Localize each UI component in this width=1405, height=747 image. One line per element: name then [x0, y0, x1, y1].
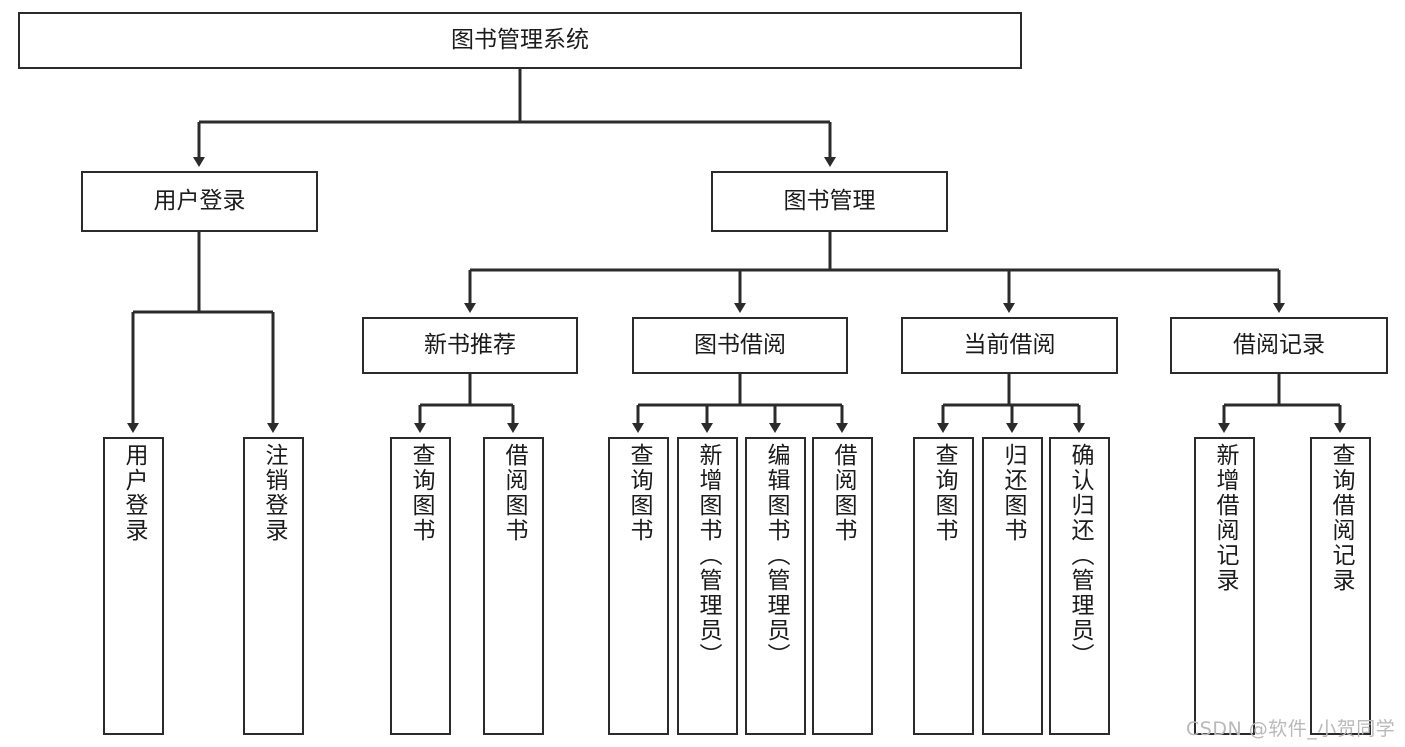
node-leaf-user-login-label: 用户登录: [121, 443, 147, 543]
node-leaf-confirm-return-admin[interactable]: 确认归还（管理员）: [1049, 437, 1110, 735]
node-leaf-edit-book-admin[interactable]: 编辑图书（管理员）: [745, 437, 806, 735]
csdn-watermark: CSDN @软件_小贺同学: [1186, 718, 1396, 740]
node-leaf-query-book-rec-label: 查询图书: [408, 443, 434, 543]
node-leaf-borrow-book-label: 借阅图书: [830, 443, 856, 543]
node-leaf-user-login[interactable]: 用户登录: [103, 437, 164, 735]
node-leaf-logout-label: 注销登录: [261, 443, 287, 543]
node-leaf-query-book-current[interactable]: 查询图书: [913, 437, 974, 735]
node-root-label: 图书管理系统: [451, 26, 589, 53]
node-borrow-record-label: 借阅记录: [1233, 331, 1325, 358]
node-leaf-edit-book-admin-label: 编辑图书（管理员）: [763, 443, 789, 668]
node-leaf-query-book-rec[interactable]: 查询图书: [390, 437, 451, 735]
node-leaf-add-book-admin-label: 新增图书（管理员）: [695, 443, 721, 668]
node-leaf-return-book-label: 归还图书: [1000, 443, 1026, 543]
node-leaf-query-book-current-label: 查询图书: [931, 443, 957, 543]
node-leaf-borrow-book-rec[interactable]: 借阅图书: [483, 437, 544, 735]
node-leaf-return-book[interactable]: 归还图书: [982, 437, 1043, 735]
node-leaf-confirm-return-admin-label: 确认归还（管理员）: [1067, 443, 1093, 668]
node-current-borrow[interactable]: 当前借阅: [901, 317, 1118, 374]
node-leaf-logout[interactable]: 注销登录: [243, 437, 304, 735]
node-leaf-query-book-borrow-label: 查询图书: [626, 443, 652, 543]
node-book-borrow[interactable]: 图书借阅: [632, 317, 848, 374]
node-root[interactable]: 图书管理系统: [18, 12, 1022, 69]
node-leaf-query-book-borrow[interactable]: 查询图书: [608, 437, 669, 735]
node-leaf-add-borrow-record[interactable]: 新增借阅记录: [1194, 437, 1255, 735]
node-user-login[interactable]: 用户登录: [81, 171, 318, 232]
node-current-borrow-label: 当前借阅: [963, 331, 1056, 358]
node-leaf-add-borrow-record-label: 新增借阅记录: [1212, 443, 1238, 593]
node-leaf-add-book-admin[interactable]: 新增图书（管理员）: [677, 437, 738, 735]
node-book-manage-label: 图书管理: [783, 187, 876, 214]
node-new-book-recommend[interactable]: 新书推荐: [362, 317, 578, 374]
node-leaf-query-borrow-record-label: 查询借阅记录: [1328, 443, 1354, 593]
node-leaf-borrow-book-rec-label: 借阅图书: [501, 443, 527, 543]
node-borrow-record[interactable]: 借阅记录: [1170, 317, 1388, 374]
node-leaf-borrow-book[interactable]: 借阅图书: [812, 437, 873, 735]
node-book-manage[interactable]: 图书管理: [711, 171, 948, 232]
node-new-book-recommend-label: 新书推荐: [424, 331, 516, 358]
node-user-login-label: 用户登录: [153, 187, 246, 214]
node-book-borrow-label: 图书借阅: [694, 331, 786, 358]
node-leaf-query-borrow-record[interactable]: 查询借阅记录: [1310, 437, 1371, 735]
